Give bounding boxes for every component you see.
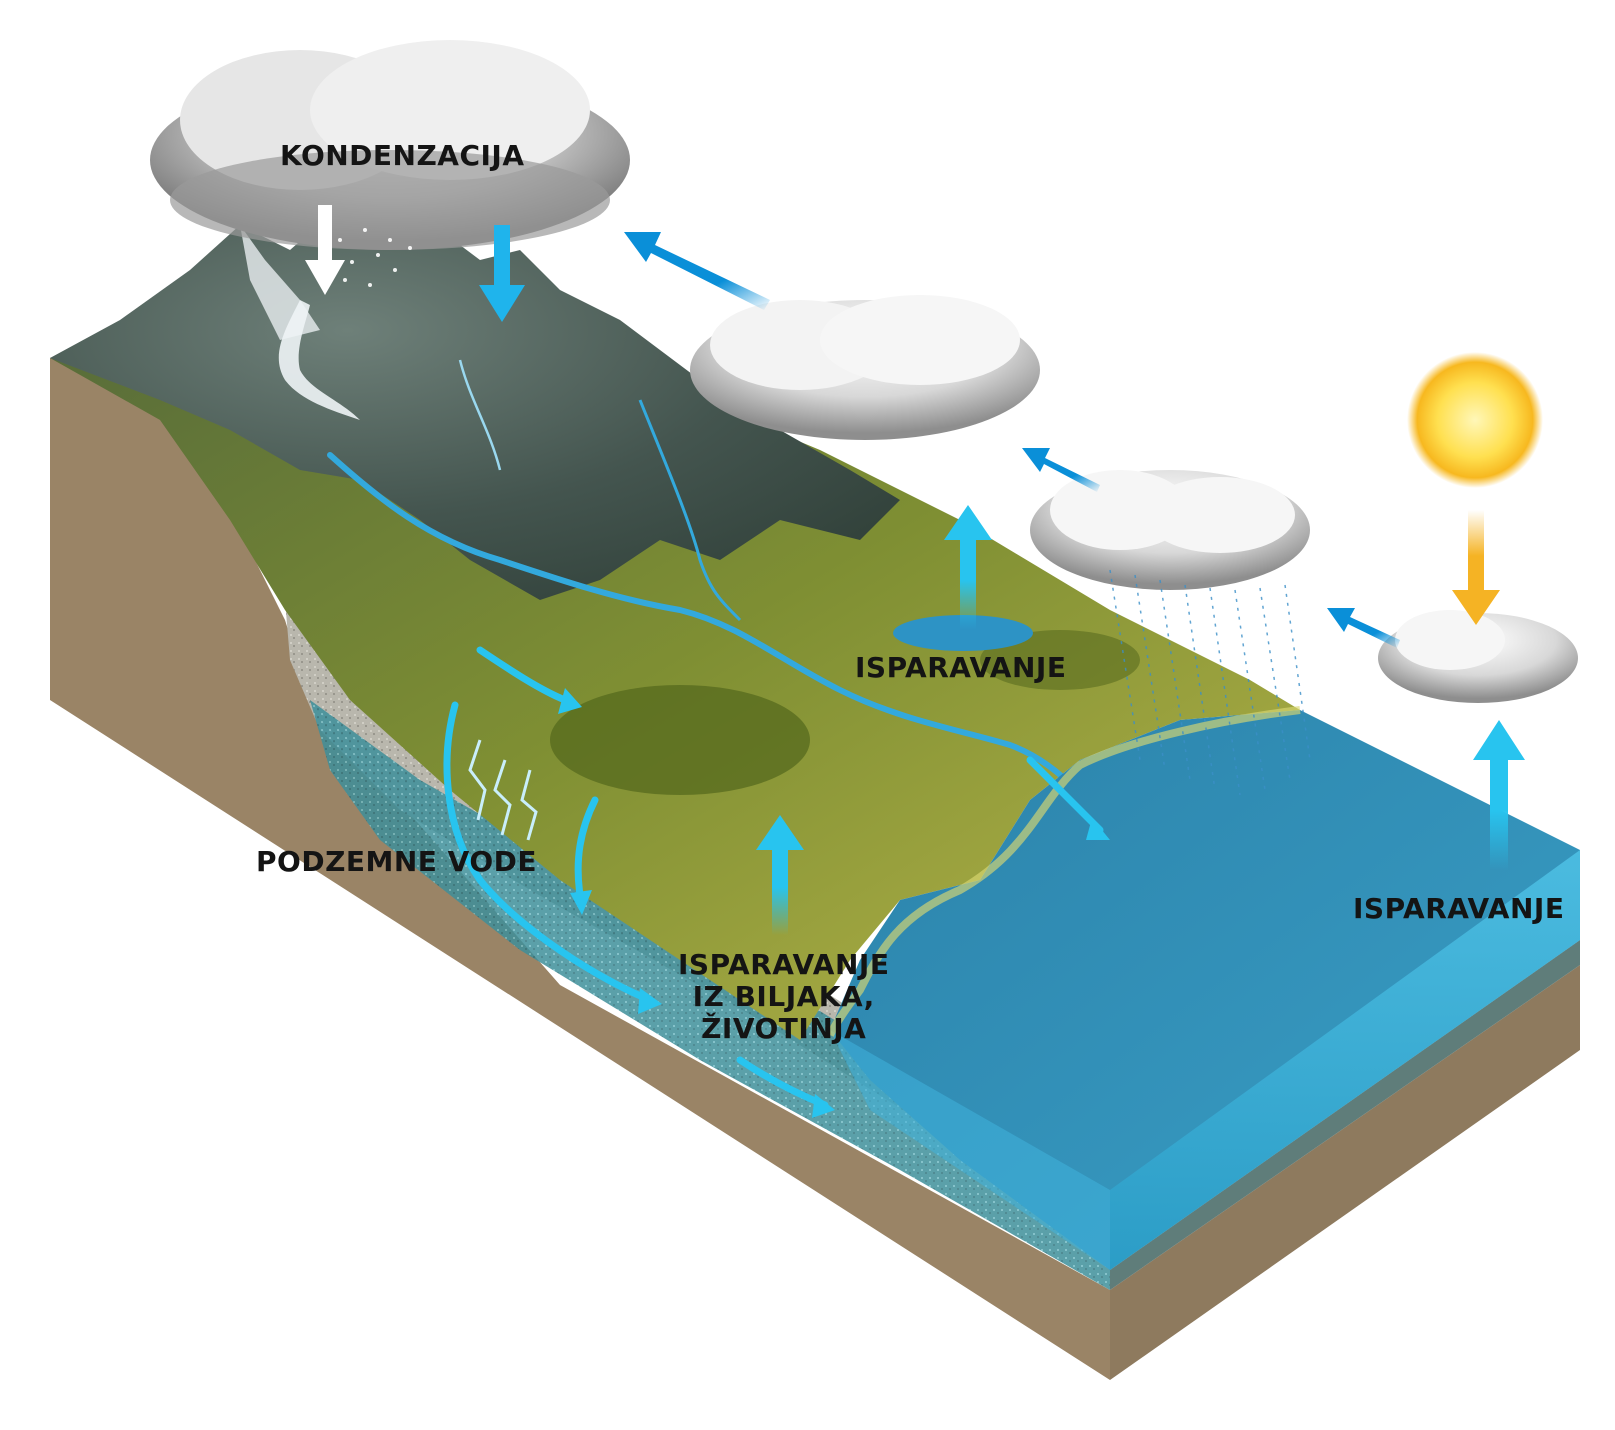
sun-icon <box>1407 352 1543 488</box>
arrow-icon <box>944 505 992 630</box>
arrow-icon <box>305 205 525 322</box>
forest-patch <box>980 630 1140 690</box>
arrow-icon <box>558 688 1110 1118</box>
soil-right-face <box>1110 965 1580 1380</box>
rain-icon <box>1109 569 1311 796</box>
seabed-layer-right <box>1110 940 1580 1290</box>
arrow-icon <box>1022 448 1100 492</box>
arrow-icon <box>1473 720 1525 870</box>
sea-front-face <box>1110 850 1580 1270</box>
evaporation-sea-label: ISPARAVANJE <box>1353 892 1565 925</box>
spring-lines <box>468 739 538 841</box>
cloud-icon <box>1030 470 1310 590</box>
evaporation-lake-label: ISPARAVANJE <box>855 651 1067 684</box>
river-tributary <box>638 399 742 622</box>
arrow-icon <box>1327 608 1400 648</box>
arrow-icon <box>624 232 770 310</box>
shoreline <box>826 706 1301 1037</box>
river <box>327 452 1103 823</box>
groundwater-layer <box>310 700 1110 1290</box>
transpiration-label-line2: IZ BILJAKA, <box>692 980 875 1013</box>
transpiration-label: ISPARAVANJE IZ BILJAKA, ŽIVOTINJA <box>678 949 889 1045</box>
cloud-icon <box>150 40 630 250</box>
sea-side-face <box>830 1030 1110 1270</box>
cloud-icon <box>690 295 1040 440</box>
river-tributary <box>458 359 502 471</box>
snow-fall <box>338 228 412 287</box>
arrow-icon <box>756 815 804 935</box>
glacier <box>278 300 360 420</box>
cloud-icon <box>1378 610 1578 703</box>
arrow-icon <box>1452 510 1500 625</box>
transpiration-label-line1: ISPARAVANJE <box>678 948 890 981</box>
soil-left-face <box>50 358 1110 1380</box>
transpiration-label-line3: ŽIVOTINJA <box>701 1012 867 1045</box>
lake <box>893 615 1033 651</box>
condensation-label: KONDENZACIJA <box>280 139 525 172</box>
mountain-range <box>50 215 900 600</box>
groundwater-label: PODZEMNE VODE <box>256 845 538 878</box>
terrain-block <box>50 215 1580 1380</box>
sea-surface <box>830 710 1580 1270</box>
forest-patch <box>550 685 810 795</box>
